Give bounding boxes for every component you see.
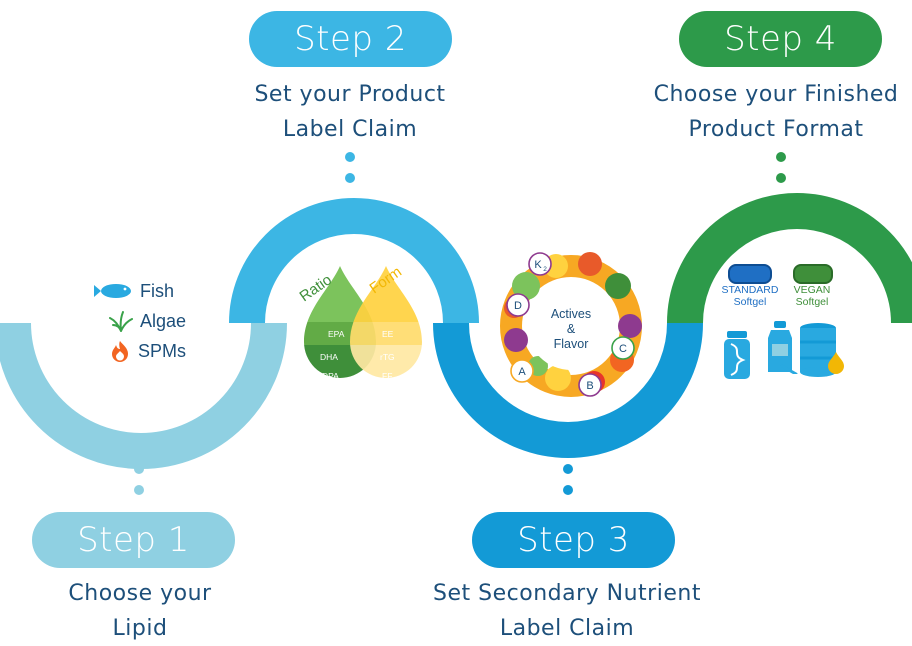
lipid-label-algae: Algae — [140, 310, 187, 331]
wave-segment-step3 — [433, 322, 703, 458]
lipid-label-fish: Fish — [140, 280, 175, 301]
vitamin-k2-badge: K 2 — [528, 252, 552, 276]
step2-line2: Label Claim — [282, 117, 418, 142]
lipid-item-spms: SPMs — [92, 336, 186, 366]
vitamin-a-badge: A — [510, 359, 534, 383]
step3-connector-dot — [563, 485, 573, 495]
step1-line2: Lipid — [112, 616, 168, 641]
vegan-softgel-title: VEGAN — [793, 284, 831, 296]
vegan-softgel-icon — [793, 264, 833, 284]
lipid-item-algae: Algae — [92, 306, 186, 336]
vitamin-d-badge: D — [506, 293, 530, 317]
step1-connector-dot — [134, 464, 144, 474]
step1-line1: Choose your — [68, 581, 212, 606]
lipid-list: Fish Algae SPMs — [92, 276, 186, 366]
step3-connector-dot — [563, 464, 573, 474]
vitamin-k-letter: K — [534, 259, 542, 271]
vitamin-b-badge: B — [578, 373, 602, 397]
step2-pill: Step 2 — [249, 11, 452, 67]
step2-connector-dot — [345, 152, 355, 162]
step2-line1: Set your Product — [254, 82, 446, 107]
bottle-icon — [768, 321, 798, 374]
vitamin-a-letter: A — [518, 366, 526, 378]
lipid-item-fish: Fish — [92, 276, 186, 306]
step3-line2: Label Claim — [499, 616, 635, 641]
vegan-softgel-label: VEGAN Softgel — [782, 284, 842, 308]
step3-pill: Step 3 — [472, 512, 675, 568]
step2-connector-dot — [345, 173, 355, 183]
step4-description: Choose your Finished Product Format — [640, 77, 912, 147]
form-item: EE — [382, 329, 394, 339]
step1-connector-dot — [134, 485, 144, 495]
vitamin-c-letter: C — [619, 343, 627, 355]
ratio-form-drops: Ratio Form EPA DHA DPA EE rTG FF — [297, 264, 422, 381]
jar-icon — [724, 331, 750, 379]
fish-icon — [94, 284, 131, 298]
lipid-label-spms: SPMs — [138, 340, 187, 361]
form-item: FF — [382, 371, 392, 381]
step4-pill: Step 4 — [679, 11, 882, 67]
wave-segment-step1 — [0, 322, 287, 469]
vitamin-k-subscript: 2 — [543, 266, 547, 273]
flavor-label: Flavor — [554, 337, 589, 351]
wave-segment-step4 — [667, 193, 912, 324]
spm-flame-icon — [112, 341, 128, 362]
standard-softgel-title: STANDARD — [721, 284, 779, 296]
step3-description: Set Secondary Nutrient Label Claim — [400, 576, 734, 646]
drum-icon — [800, 323, 844, 377]
step1-pill: Step 1 — [32, 512, 235, 568]
actives-ampersand: & — [567, 322, 576, 336]
standard-softgel-subtitle: Softgel — [733, 296, 767, 308]
step4-line1: Choose your Finished — [653, 82, 899, 107]
step3-line1: Set Secondary Nutrient — [433, 581, 701, 606]
vitamin-d-letter: D — [514, 300, 522, 312]
vitamin-c-badge: C — [611, 336, 635, 360]
step2-description: Set your Product Label Claim — [220, 77, 480, 147]
form-item: rTG — [380, 352, 395, 362]
algae-icon — [109, 311, 133, 332]
step4-connector-dot — [776, 173, 786, 183]
standard-softgel-icon — [728, 264, 772, 284]
step1-description: Choose your Lipid — [20, 576, 260, 646]
ratio-item: DPA — [322, 371, 339, 381]
oil-drop-icon — [828, 352, 844, 374]
step4-connector-dot — [776, 152, 786, 162]
actives-wreath: Actives & Flavor K 2 D C A B — [500, 252, 642, 397]
ratio-item: DHA — [320, 352, 338, 362]
vitamin-b-letter: B — [586, 380, 593, 392]
actives-label: Actives — [551, 307, 591, 321]
step4-line2: Product Format — [688, 117, 864, 142]
vegan-softgel-subtitle: Softgel — [795, 296, 829, 308]
wave-segment-step2 — [229, 198, 479, 324]
standard-softgel-label: STANDARD Softgel — [712, 284, 788, 308]
ratio-item: EPA — [328, 329, 345, 339]
